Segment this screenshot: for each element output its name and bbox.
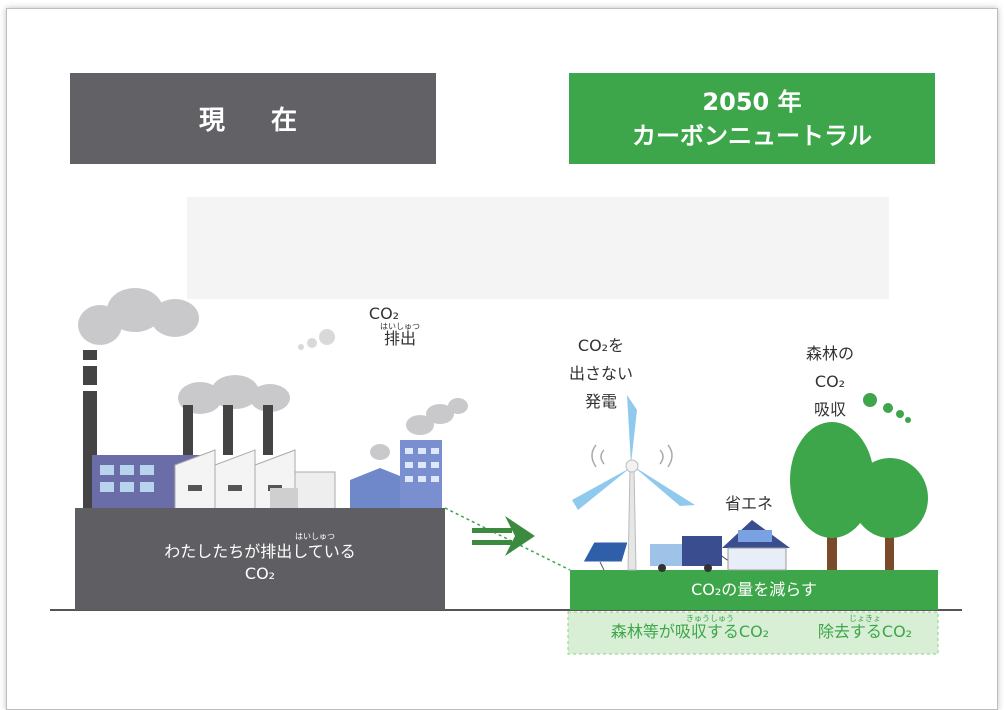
header-present: 現 在 xyxy=(70,73,436,164)
solar-panel xyxy=(582,541,629,563)
chimney-1 xyxy=(183,405,193,455)
remove-ruby: じょきょ xyxy=(849,614,881,623)
base-line2: CO₂ xyxy=(244,564,276,583)
ev-truck xyxy=(650,536,722,572)
wind-line1: CO₂を xyxy=(577,336,625,355)
absorb-ruby: きゅうしゅう xyxy=(686,614,734,623)
co2-puffs-right xyxy=(863,393,911,423)
current-emissions-label: はいしゅつ わたしたちが排出している CO₂ xyxy=(100,532,420,585)
house xyxy=(350,468,410,510)
co2-puffs-left xyxy=(298,329,335,350)
header-2050-year: 2050 年 xyxy=(702,87,802,116)
absorb-strip xyxy=(567,611,939,655)
energy-saving-label: 省エネ xyxy=(714,490,784,518)
blank-banner-area xyxy=(187,197,889,299)
dashed-connector xyxy=(444,507,571,571)
reduce-co2-label: CO₂の量を減らす xyxy=(570,576,938,604)
reduce-co2-bar xyxy=(570,570,938,610)
energy-saving-text: 省エネ xyxy=(724,494,773,513)
header-2050-carbon-neutral: 2050 年 カーボンニュートラル xyxy=(569,73,935,164)
absorb-text: 森林等が吸収するCO₂ xyxy=(610,622,770,641)
emission-ruby: はいしゅつ xyxy=(380,322,420,331)
base-line1: わたしたちが排出している xyxy=(164,542,356,561)
base-ruby: はいしゅつ xyxy=(295,532,335,541)
wind-line2: 出さない xyxy=(568,364,633,383)
absorb-label: きゅうしゅう 森林等が吸収するCO₂ xyxy=(580,614,800,641)
remove-label: じょきょ 除去するCO₂ xyxy=(800,614,930,641)
forest-line2: CO₂ xyxy=(814,372,846,391)
chimney-3 xyxy=(263,405,273,455)
emission-label: はいしゅつ 排出 xyxy=(370,322,430,347)
forest-absorption-label: 森林の CO₂ 吸収 xyxy=(790,340,870,424)
wind-lines xyxy=(591,444,673,468)
forest-line3: 吸収 xyxy=(813,400,846,419)
no-emission-power-label: CO₂を 出さない 発電 xyxy=(556,332,646,416)
header-2050-subtitle: カーボンニュートラル xyxy=(632,121,872,150)
wind-line3: 発電 xyxy=(584,392,617,411)
remove-text: 除去するCO₂ xyxy=(817,622,913,641)
emission-text: 排出 xyxy=(383,329,416,348)
transition-arrow xyxy=(472,516,535,556)
truck xyxy=(294,471,336,511)
co2-text: CO₂ xyxy=(368,304,400,323)
factory-smoke-clouds xyxy=(78,288,468,460)
eco-house xyxy=(722,520,790,571)
forest-line1: 森林の xyxy=(805,344,854,363)
reduce-co2-text: CO₂の量を減らす xyxy=(691,580,817,599)
co2-emission-label: CO₂ xyxy=(354,300,414,328)
forest-trees xyxy=(790,422,928,570)
current-emissions-base xyxy=(75,508,445,610)
wind-turbine xyxy=(572,395,695,571)
chimney-2 xyxy=(223,405,233,455)
header-present-label: 現 在 xyxy=(198,106,307,136)
